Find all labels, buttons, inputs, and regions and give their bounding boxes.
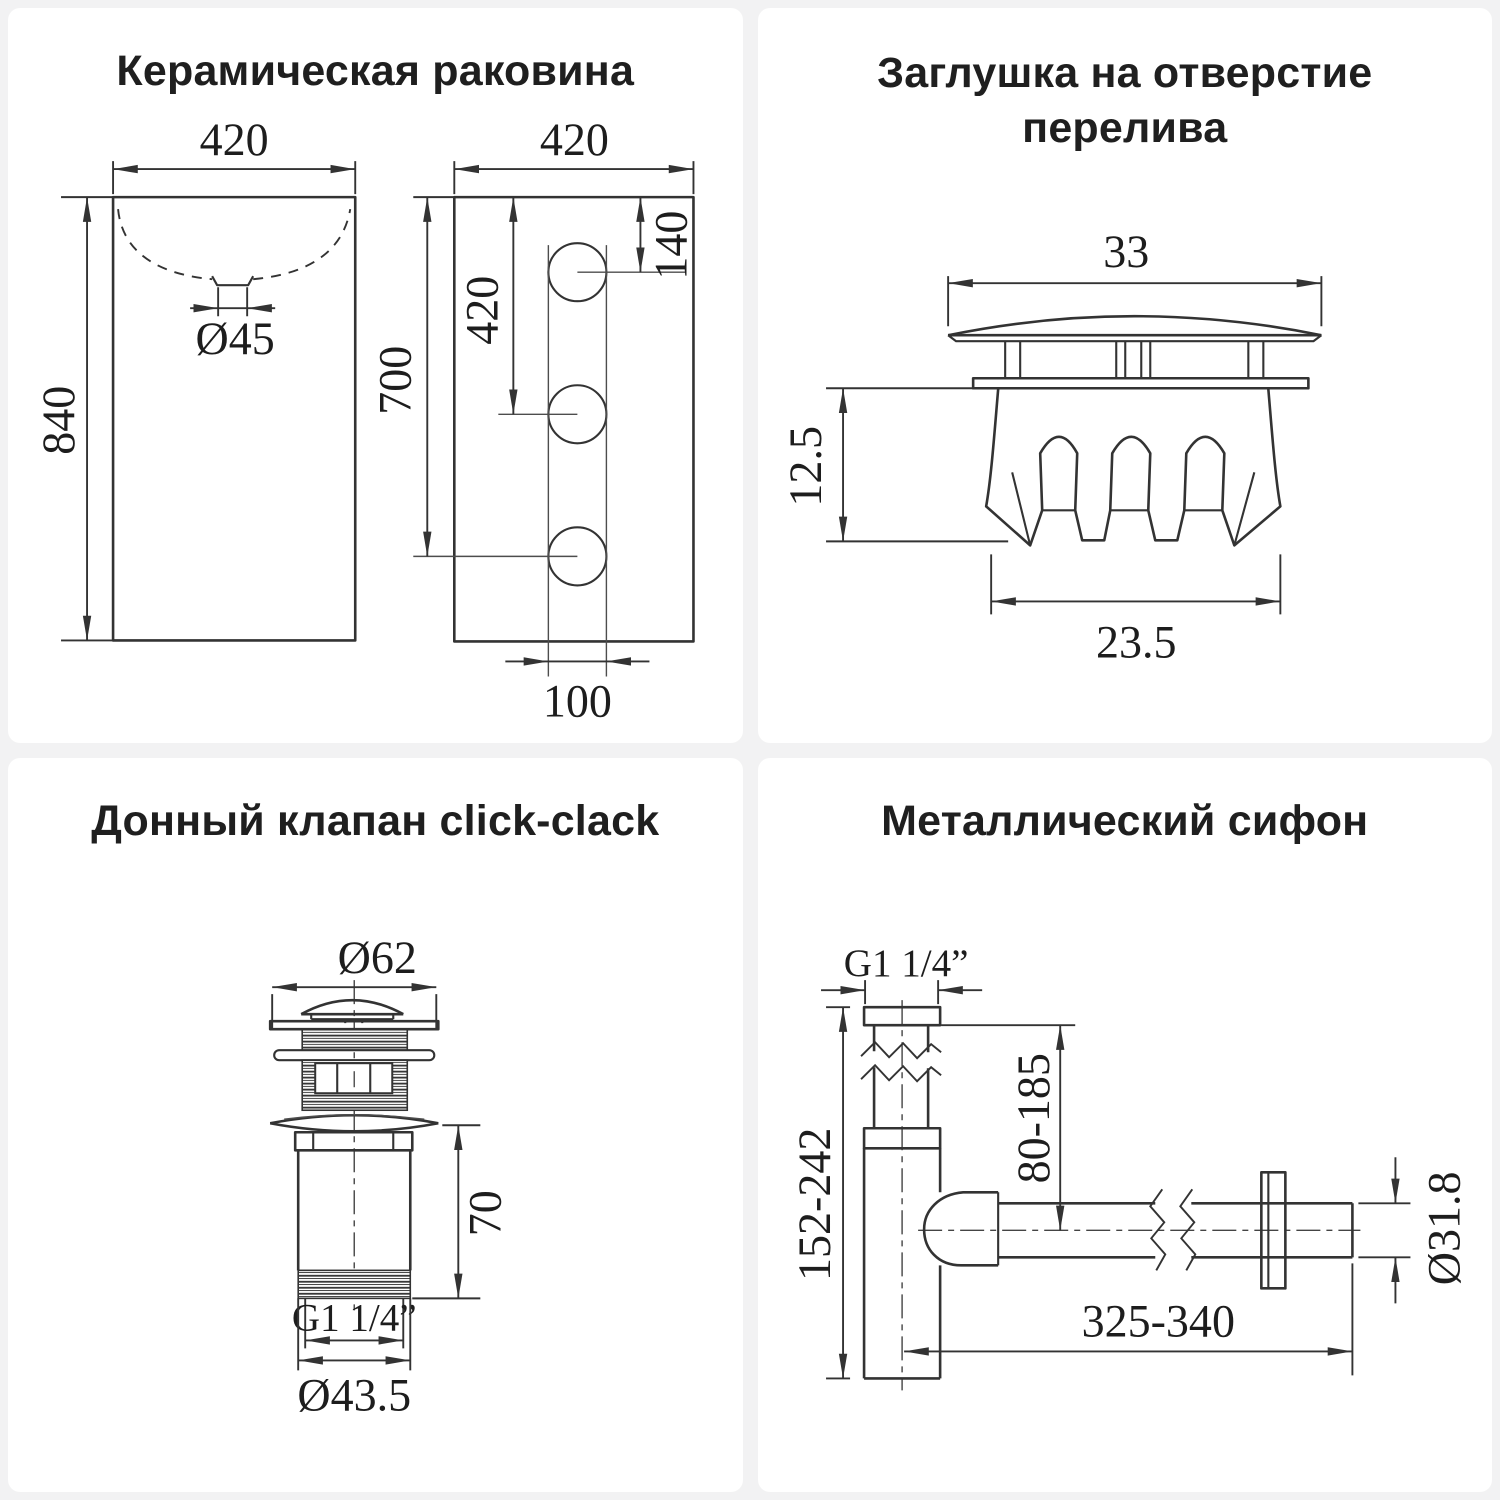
sink-front-view-outline — [111, 195, 357, 642]
dim-plug-insert-height: 12.5 — [780, 426, 831, 507]
valve-title: Донный клапан click-clack — [91, 796, 660, 845]
dim-sink-side-420: 420 — [456, 276, 507, 345]
panel-metal-siphon: Металлический сифон — [757, 757, 1492, 1492]
sink-side-dimensions: 420 140 420 700 100 — [369, 114, 696, 726]
panel-clickclack-valve: Донный клапан click-clack — [8, 757, 743, 1492]
plug-title-line1: Заглушка на отверстие — [877, 49, 1373, 97]
dim-siphon-inlet-range: 80-185 — [1008, 1053, 1059, 1183]
plug-title: Заглушка на отверстие перелива — [758, 46, 1493, 156]
sink-front-dimensions: 420 840 Ø45 — [33, 114, 357, 642]
dim-siphon-height-range: 152-242 — [789, 1127, 840, 1280]
dim-siphon-pipe-diameter: Ø31.8 — [1418, 1171, 1469, 1285]
dim-valve-thread: G1 1/4” — [292, 1296, 417, 1339]
dim-sink-side-140: 140 — [645, 211, 696, 280]
siphon-title: Металлический сифон — [881, 796, 1369, 845]
valve-dimensions: Ø62 70 G1 1/4” Ø43.5 — [271, 932, 510, 1420]
siphon-dimensions: G1 1/4” 152-242 80-185 Ø31.8 325-340 — [789, 942, 1469, 1379]
dim-valve-cap-diameter: Ø62 — [338, 932, 417, 983]
panel-ceramic-sink: Керамическая раковина 420 840 — [8, 8, 743, 743]
plug-drawing: 33 12.5 23.5 — [780, 226, 1322, 667]
dim-siphon-thread: G1 1/4” — [843, 942, 968, 985]
plug-title-line2: перелива — [1022, 104, 1228, 152]
sink-title: Керамическая раковина — [116, 47, 635, 95]
siphon-drawing: G1 1/4” 152-242 80-185 Ø31.8 325-340 — [789, 942, 1469, 1390]
dim-sink-front-height: 840 — [33, 386, 84, 455]
dim-valve-thread-diameter: Ø43.5 — [297, 1369, 411, 1420]
dim-plug-cap-width: 33 — [1103, 226, 1149, 277]
dim-siphon-length-range: 325-340 — [1081, 1295, 1234, 1346]
dim-valve-tail-height: 70 — [459, 1190, 510, 1236]
dim-sink-drain: Ø45 — [196, 313, 275, 364]
sink-side-view-outline — [413, 195, 695, 677]
dim-sink-side-width: 420 — [540, 114, 609, 165]
siphon-outline — [859, 999, 1360, 1390]
dim-plug-clip-width: 23.5 — [1095, 616, 1176, 667]
plug-dimensions: 33 12.5 23.5 — [780, 226, 1322, 667]
dim-sink-hole-spacing: 100 — [543, 675, 612, 726]
sink-drawing: 420 840 Ø45 — [33, 114, 696, 726]
panel-overflow-plug: Заглушка на отверстие перелива — [757, 8, 1493, 743]
valve-outline — [268, 979, 440, 1314]
dim-sink-front-width: 420 — [200, 114, 269, 165]
dim-sink-side-700: 700 — [369, 346, 420, 415]
plug-outline — [946, 314, 1322, 547]
valve-drawing: Ø62 70 G1 1/4” Ø43.5 — [268, 932, 510, 1420]
